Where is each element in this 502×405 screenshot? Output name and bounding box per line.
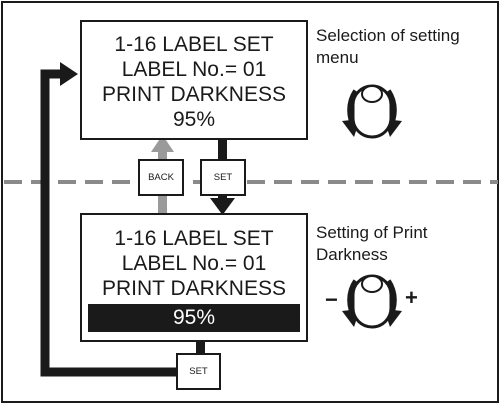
top-caption-line2: menu — [316, 48, 359, 67]
back-arrow-head — [151, 135, 174, 152]
bottom-set-connector — [196, 341, 205, 353]
loop-back-line — [40, 69, 216, 377]
loop-back-arrowhead — [60, 62, 78, 86]
bottom-screen-line1: 1-16 LABEL SET — [114, 227, 274, 250]
minus-mark: − — [325, 287, 338, 312]
bottom-lcd-screen: 1-16 LABEL SET LABEL No.= 01 PRINT DARKN… — [80, 213, 308, 342]
bottom-screen-highlighted-value: 95% — [88, 304, 300, 332]
back-key — [138, 159, 184, 196]
bottom-screen-line2: LABEL No.= 01 — [121, 252, 267, 275]
bottom-caption-line2: Darkness — [316, 245, 388, 264]
set-key-bottom-label: SET — [189, 366, 208, 377]
back-key-label: BACK — [148, 172, 174, 183]
set-key-bottom — [176, 353, 221, 390]
bottom-screen-line3: PRINT DARKNESS — [102, 277, 286, 300]
top-dial-icon — [342, 84, 402, 139]
bottom-dial-icon — [342, 274, 402, 329]
set-key-middle-label: SET — [213, 172, 233, 183]
top-screen-line1: 1-16 LABEL SET — [114, 33, 274, 56]
top-caption-line1: Selection of setting — [316, 26, 460, 45]
set-arrow-head — [210, 198, 235, 215]
plus-mark: + — [405, 285, 418, 310]
top-lcd-screen: 1-16 LABEL SET LABEL No.= 01 PRINT DARKN… — [80, 20, 308, 140]
bottom-caption-line1: Setting of Print — [316, 223, 428, 242]
top-screen-line2: LABEL No.= 01 — [121, 58, 267, 81]
top-screen-line4: 95% — [172, 108, 216, 131]
set-key-middle — [200, 159, 246, 196]
top-screen-line3: PRINT DARKNESS — [102, 83, 286, 106]
